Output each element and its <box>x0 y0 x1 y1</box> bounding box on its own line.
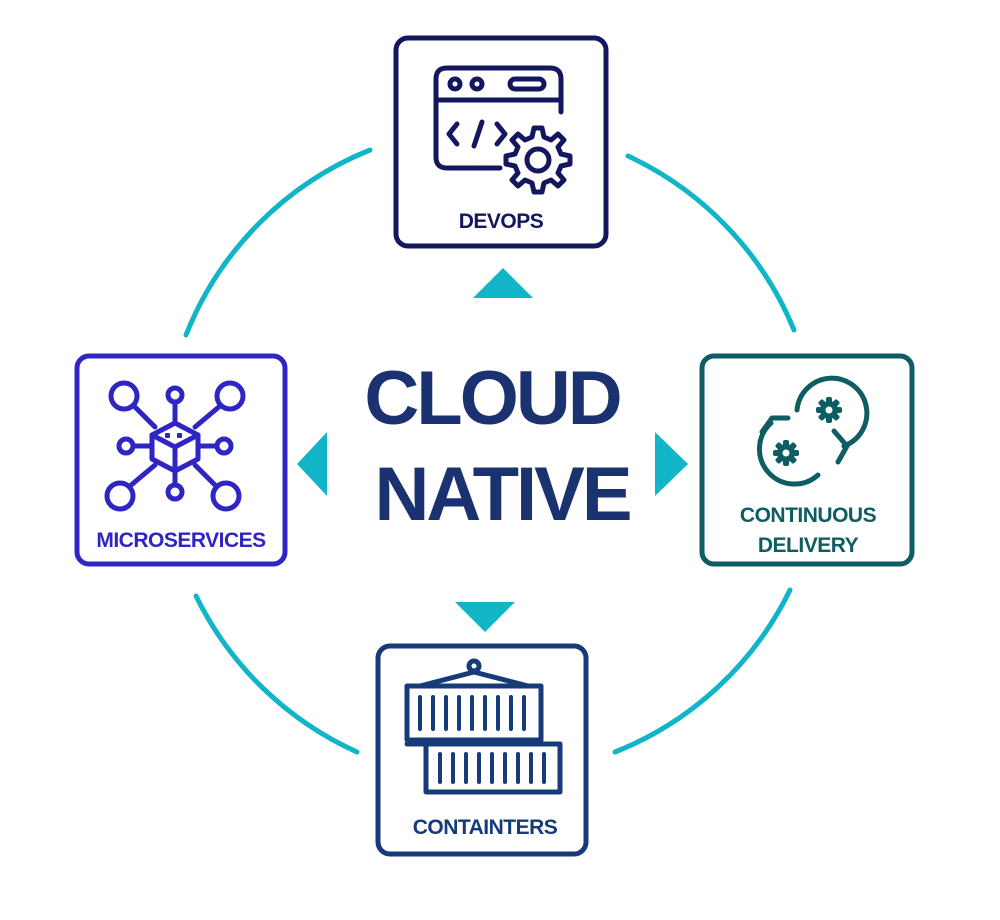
arrow-up-icon <box>473 268 533 298</box>
arrow-left-icon <box>297 432 327 496</box>
center-title-line1: CLOUD <box>364 356 619 441</box>
node-containers: CONTAINTERS <box>375 643 589 857</box>
node-containers-frame <box>375 643 589 857</box>
node-continuous-delivery: CONTINUOUS DELIVERY <box>699 353 915 567</box>
ring-arc-top-right <box>625 153 797 333</box>
cycle-gears-icon <box>756 375 870 487</box>
ring-arc-bottom-left <box>193 593 360 755</box>
node-delivery-frame <box>699 353 915 567</box>
browser-code-gear-icon <box>433 65 573 195</box>
arrow-right-icon <box>655 432 688 496</box>
gear-icon <box>773 397 842 466</box>
node-delivery-label-line2: DELIVERY <box>758 534 859 557</box>
center-title: CLOUD NATIVE <box>364 356 632 537</box>
ring-arc-bottom-right <box>612 587 793 755</box>
node-delivery-label-line1: CONTINUOUS <box>740 504 877 527</box>
node-microservices-label: MICROSERVICES <box>96 529 266 552</box>
node-microservices: MICROSERVICES <box>74 353 288 567</box>
node-devops-label: DEVOPS <box>459 210 544 233</box>
ring-arc-top-left <box>183 147 373 338</box>
network-cube-icon <box>104 380 246 512</box>
node-containers-label: CONTAINTERS <box>413 816 558 839</box>
arrow-down-icon <box>455 602 515 632</box>
cube-dots-icon <box>165 433 182 438</box>
center-title-line2: NATIVE <box>374 452 629 537</box>
container-ribs <box>418 695 546 784</box>
direction-arrows <box>297 268 688 632</box>
connector-ring <box>183 147 797 755</box>
node-devops: DEVOPS <box>393 35 609 249</box>
shipping-container-icon <box>404 658 563 795</box>
